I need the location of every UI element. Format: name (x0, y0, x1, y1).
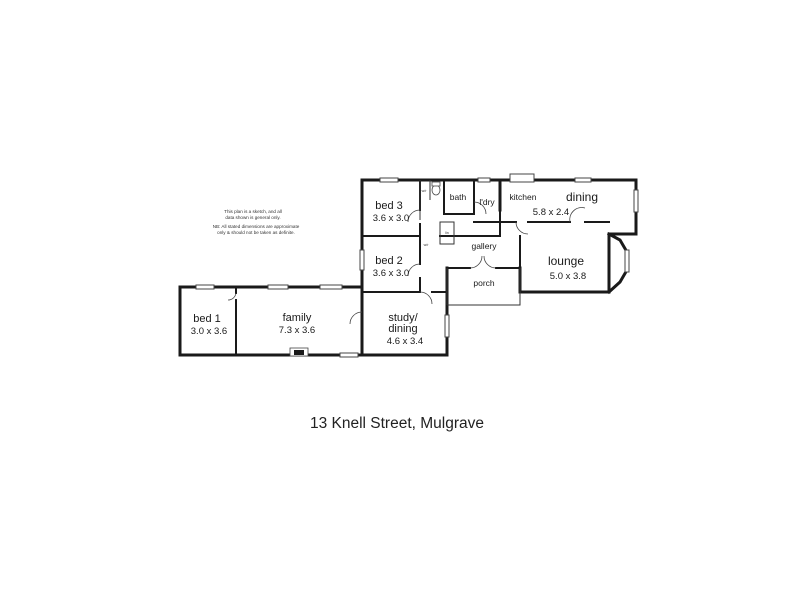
robe-label-bed2: w/r (424, 243, 430, 247)
room-bed2-dims: 3.6 x 3.0 (373, 268, 409, 279)
doors (227, 201, 586, 325)
room-bed3-name: bed 3 (375, 200, 403, 212)
disclaimer-line-2: data shown is general only. (225, 215, 280, 220)
room-bath-name: bath (450, 192, 467, 202)
room-bed2-name: bed 2 (375, 255, 403, 267)
linen-label: lin (445, 231, 449, 235)
interior-walls (235, 179, 610, 356)
room-study-dims: 4.6 x 3.4 (387, 336, 423, 347)
room-laundry-name: l'dry (479, 197, 495, 207)
property-address: 13 Knell Street, Mulgrave (310, 415, 484, 432)
disclaimer-line-1: This plan is a sketch, and all (224, 209, 282, 214)
room-kitchen-name: kitchen (510, 192, 537, 202)
room-family-dims: 7.3 x 3.6 (279, 325, 315, 336)
windows (195, 173, 639, 358)
room-porch-name: porch (473, 278, 495, 288)
room-lounge-name: lounge (548, 254, 584, 268)
room-family-name: family (283, 312, 312, 324)
toilet-icon (431, 184, 441, 196)
room-bed1-name: bed 1 (193, 313, 221, 325)
fixtures: w/r w/r lin (289, 181, 449, 357)
room-study-name-1: study/ (388, 312, 418, 324)
room-lounge-dims: 5.0 x 3.8 (550, 271, 586, 282)
room-gallery-name: gallery (471, 241, 497, 251)
disclaimer-note: This plan is a sketch, and all data show… (213, 209, 300, 235)
room-dining-name: dining (566, 190, 598, 204)
room-labels: bed 1 3.0 x 3.6 family 7.3 x 3.6 bed 3 3… (191, 190, 598, 347)
room-bed1-dims: 3.0 x 3.6 (191, 326, 227, 337)
room-dining-dims: 5.8 x 2.4 (533, 207, 569, 218)
disclaimer-line-4: only & should not be taken as definite. (217, 230, 295, 235)
robe-label: w/r (422, 189, 428, 193)
room-study-name-2: dining (388, 323, 417, 335)
room-bed3-dims: 3.6 x 3.0 (373, 213, 409, 224)
disclaimer-line-3: NB: All stated dimensions are approximat… (213, 224, 300, 229)
